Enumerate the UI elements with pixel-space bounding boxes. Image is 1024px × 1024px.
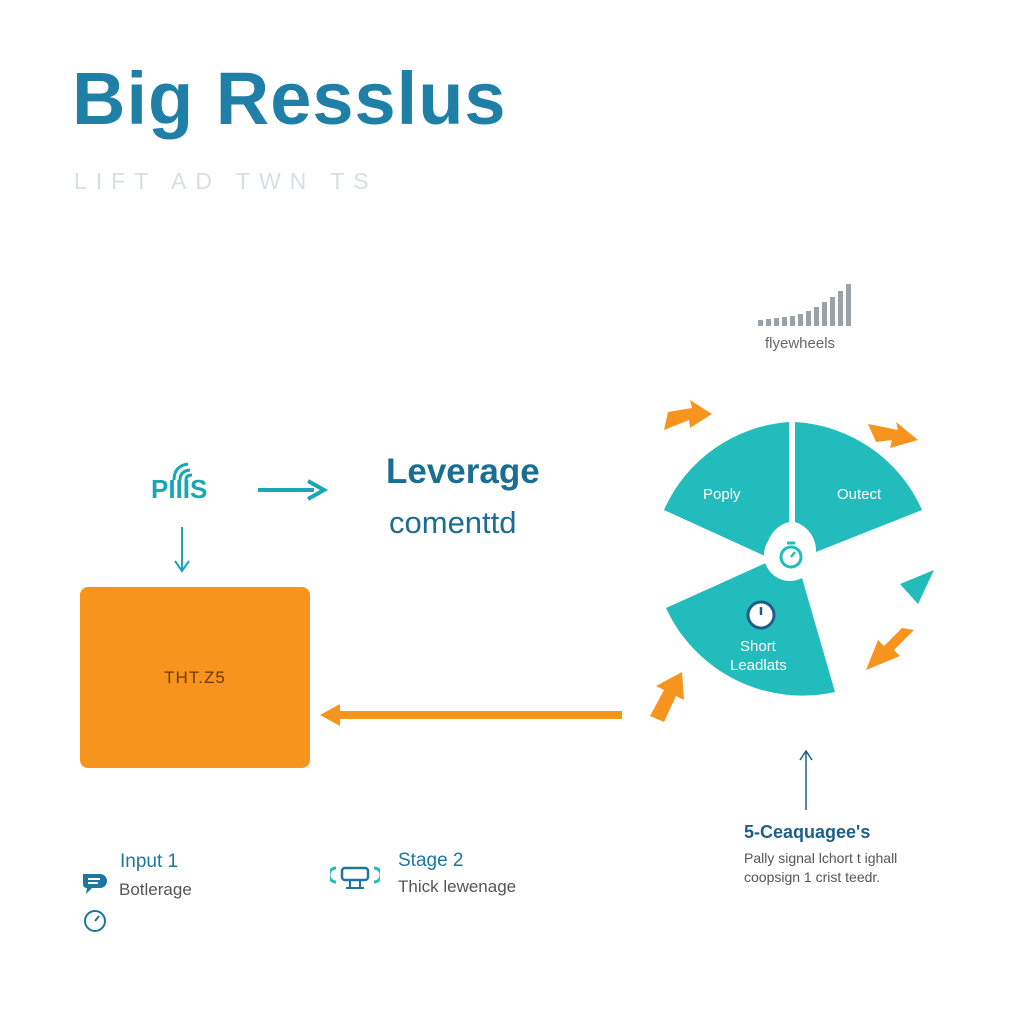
segment-label-leadlats: Leadlats: [730, 657, 787, 674]
stat-line-1: Pally signal lchort t ighall: [744, 850, 898, 866]
flywheel-diagram: [650, 400, 934, 722]
source-label: PIIIS: [151, 474, 208, 504]
legend-stage-subtitle: Thick lewenage: [398, 877, 517, 896]
clock-icon: [746, 600, 776, 630]
flywheel-segment-outect: [795, 422, 922, 552]
segment-label-poply: Poply: [703, 486, 741, 503]
stat-title: 5-Ceaquagee's: [744, 822, 871, 842]
page-subtitle: LIFT AD TWN TS: [74, 168, 378, 194]
chat-bubble-icon: [82, 874, 107, 894]
flywheel-hub: [764, 529, 816, 581]
legend-input-title: Input 1: [120, 851, 179, 872]
leverage-subtitle: comenttd: [389, 505, 517, 540]
page-title: Big Resslus: [72, 57, 507, 140]
gauge-icon: [84, 910, 106, 932]
flywheel-wedge: [900, 570, 934, 604]
bar-chart-icon: [758, 284, 851, 326]
timer-icon: [779, 541, 803, 569]
arrow-up-thin: [799, 749, 813, 810]
signal-waves-icon: [172, 462, 193, 481]
arrow-down-teal: [174, 527, 190, 573]
arrow-right-teal: [258, 479, 329, 501]
legend-stage-title: Stage 2: [398, 850, 464, 871]
connector-icon: [330, 866, 380, 889]
flywheel-segment-poply: [664, 422, 789, 557]
arrow-left-orange: [320, 704, 622, 726]
flow-arrow-3: [866, 628, 914, 670]
flow-arrow-2: [868, 422, 918, 448]
flywheel-segment-short: [666, 562, 835, 696]
legend-input-subtitle: Botlerage: [119, 880, 192, 899]
leverage-title: Leverage: [386, 452, 540, 491]
stat-line-2: coopsign 1 crist teedr.: [744, 869, 881, 885]
segment-label-short: Short: [740, 638, 776, 655]
output-box: THT.Z5: [80, 587, 310, 768]
segment-label-outect: Outect: [837, 486, 882, 503]
flow-arrow-1: [664, 400, 712, 430]
output-box-label: THT.Z5: [164, 667, 226, 687]
flywheel-caption: flyewheels: [765, 335, 836, 352]
flow-arrow-4: [650, 672, 684, 722]
